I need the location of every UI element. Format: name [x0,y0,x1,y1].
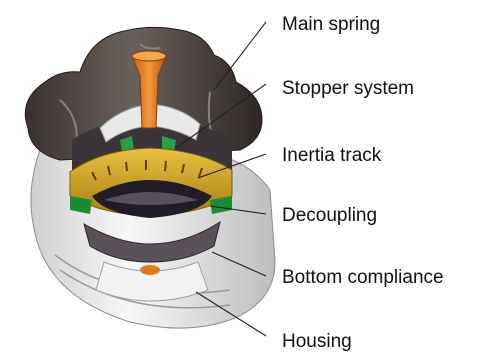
label-stopper-system: Stopper system [282,78,414,99]
label-decoupling: Decoupling [282,205,377,226]
leader-main-spring [214,22,266,90]
label-inertia-track: Inertia track [282,145,382,166]
labels: Main spring Stopper system Inertia track… [282,14,444,352]
hydraulic-engine-mount [25,27,275,328]
label-bottom-compliance: Bottom compliance [282,267,444,288]
label-main-spring: Main spring [282,14,380,35]
insert-top [132,51,166,61]
label-housing: Housing [282,331,352,352]
hub-bolt [140,265,160,275]
